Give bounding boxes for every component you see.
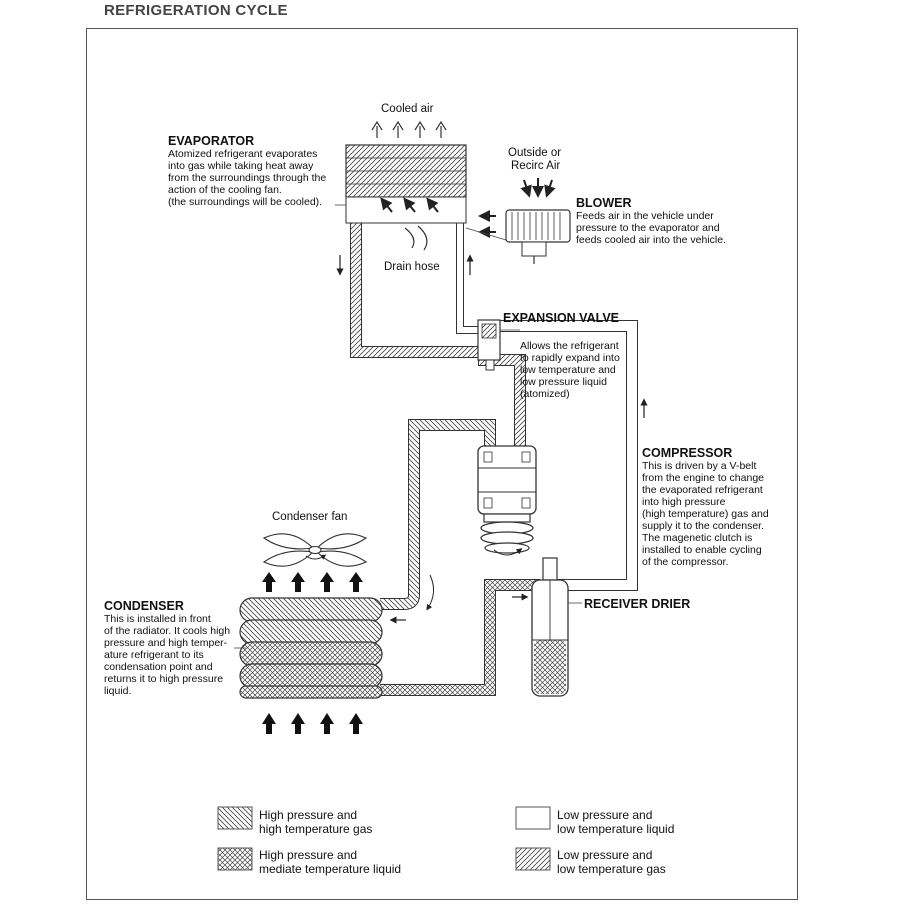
condenser-fan-rotation-arrow xyxy=(305,554,327,560)
compressor-desc-line: the evaporated refrigerant xyxy=(642,484,763,496)
evaporator-core xyxy=(345,144,467,224)
condenser-fan-label: Condenser fan xyxy=(272,511,348,523)
outside-recirc-line: Outside or xyxy=(508,147,562,159)
blower-duct-line xyxy=(465,227,507,241)
blower-unit xyxy=(505,209,571,264)
legend-line: high temperature gas xyxy=(259,822,373,836)
legend-swatch-diag-back xyxy=(217,806,253,830)
legend-label: Low pressure and low temperature gas xyxy=(557,848,666,876)
legend-line: High pressure and xyxy=(259,848,358,862)
evaporator-callout: EVAPORATOR Atomized refrigerant evaporat… xyxy=(168,134,346,208)
evaporator-desc-line: into gas while taking heat away xyxy=(168,160,314,172)
expansion-valve-desc-line: (atomized) xyxy=(520,388,570,400)
drain-hose xyxy=(404,225,428,251)
legend-label: High pressure and high temperature gas xyxy=(259,808,372,836)
evaporator-desc-line: from the surroundings through the xyxy=(168,172,327,184)
blower-intake-arrows xyxy=(478,178,556,238)
pipe-liquid-line xyxy=(380,579,540,696)
compressor-clutch-pulley xyxy=(480,513,534,554)
compressor-rotation-arrow xyxy=(493,548,523,556)
diagram-frame xyxy=(86,28,798,900)
condenser-desc-line: This is installed in front xyxy=(104,613,211,625)
cooled-air-label: Cooled air xyxy=(381,103,434,115)
legend-line: mediate temperature liquid xyxy=(259,862,402,876)
expansion-valve-desc-line: low temperature and xyxy=(520,364,616,376)
condenser-desc-line: liquid. xyxy=(104,685,132,697)
condenser-heading: CONDENSER xyxy=(104,599,184,613)
evaporator-desc-line: Atomized refrigerant evaporates xyxy=(168,148,318,160)
evaporator-heading: EVAPORATOR xyxy=(168,134,255,148)
compressor-desc-line: into high pressure xyxy=(642,496,726,508)
condenser-fan xyxy=(262,533,368,567)
condenser-desc-line: pressure and high temper- xyxy=(104,637,228,649)
condenser-desc-line: condensation point and xyxy=(104,661,213,673)
compressor-desc-line: from the engine to change xyxy=(642,472,765,484)
expansion-valve-title: EXPANSION VALVE xyxy=(503,311,619,325)
page-title: REFRIGERATION CYCLE xyxy=(104,2,288,19)
expansion-valve-desc-line: low pressure liquid xyxy=(520,376,607,388)
evaporator-desc-line: action of the cooling fan. xyxy=(168,184,282,196)
pipe-evaporator-outlet xyxy=(350,189,486,358)
legend-swatch-diag-fwd xyxy=(515,847,551,871)
legend-swatch-blank xyxy=(515,806,551,830)
condenser-flow-curve-arrow xyxy=(426,574,434,611)
blower-heading: BLOWER xyxy=(576,196,632,210)
receiver-drier-callout: RECEIVER DRIER xyxy=(584,597,690,611)
condenser-desc-line: returns it to high pressure xyxy=(104,673,224,685)
pipe-compressor-discharge xyxy=(380,419,496,610)
compressor-heading: COMPRESSOR xyxy=(642,446,733,460)
expansion-valve-heading: EXPANSION VALVE xyxy=(503,311,619,325)
condenser-desc-line: ature refrigerant to its xyxy=(104,649,204,661)
expansion-valve xyxy=(477,319,501,371)
condenser-callout: CONDENSER This is installed in front of … xyxy=(104,599,244,697)
compressor-desc-line: supply it to the condenser. xyxy=(642,520,764,532)
condenser-coil xyxy=(239,597,383,699)
compressor-desc-line: installed to enable cycling xyxy=(642,544,762,556)
blower-callout: BLOWER Feeds air in the vehicle under pr… xyxy=(576,196,766,246)
compressor-desc-line: (high temperature) gas and xyxy=(642,508,769,520)
expansion-valve-desc-line: to rapidly expand into xyxy=(520,352,620,364)
compressor-desc-line: This is driven by a V-belt xyxy=(642,460,757,472)
outside-recirc-label: Outside or Recirc Air xyxy=(508,147,561,173)
blower-desc-line: pressure to the evaporator and xyxy=(576,222,720,234)
pipe-to-expansion-valve xyxy=(500,320,638,591)
legend-line: low temperature gas xyxy=(557,862,666,876)
condenser-desc-line: of the radiator. It cools high xyxy=(104,625,231,637)
legend-line: High pressure and xyxy=(259,808,358,822)
receiver-drier-heading: RECEIVER DRIER xyxy=(584,597,691,611)
evaporator-airflow-arrows xyxy=(380,197,439,213)
evaporator-desc-line: (the surroundings will be cooled). xyxy=(168,196,323,208)
pipe-evaporator-inlet xyxy=(456,195,480,334)
expansion-valve-desc-line: Allows the refrigerant xyxy=(520,340,619,352)
legend-swatch-crosshatch xyxy=(217,847,253,871)
legend-line: Low pressure and xyxy=(557,808,653,822)
cooled-air-arrows xyxy=(371,120,447,138)
legend-line: Low pressure and xyxy=(557,848,653,862)
expansion-valve-desc: Allows the refrigerant to rapidly expand… xyxy=(520,340,640,400)
compressor-body xyxy=(477,445,537,515)
legend-line: low temperature liquid xyxy=(557,822,675,836)
legend-label: High pressure and mediate temperature li… xyxy=(259,848,401,876)
outside-recirc-line: Recirc Air xyxy=(511,160,561,172)
condenser-fan-airflow-arrows xyxy=(262,572,363,592)
condenser-intake-arrows xyxy=(262,713,363,734)
compressor-desc-line: of the compressor. xyxy=(642,556,729,568)
blower-desc-line: Feeds air in the vehicle under xyxy=(576,210,714,222)
compressor-callout: COMPRESSOR This is driven by a V-belt fr… xyxy=(642,446,792,568)
drain-hose-label: Drain hose xyxy=(384,261,440,273)
receiver-drier xyxy=(531,557,569,697)
legend-label: Low pressure and low temperature liquid xyxy=(557,808,674,836)
blower-desc-line: feeds cooled air into the vehicle. xyxy=(576,234,727,246)
compressor-desc-line: The magenetic clutch is xyxy=(642,532,753,544)
